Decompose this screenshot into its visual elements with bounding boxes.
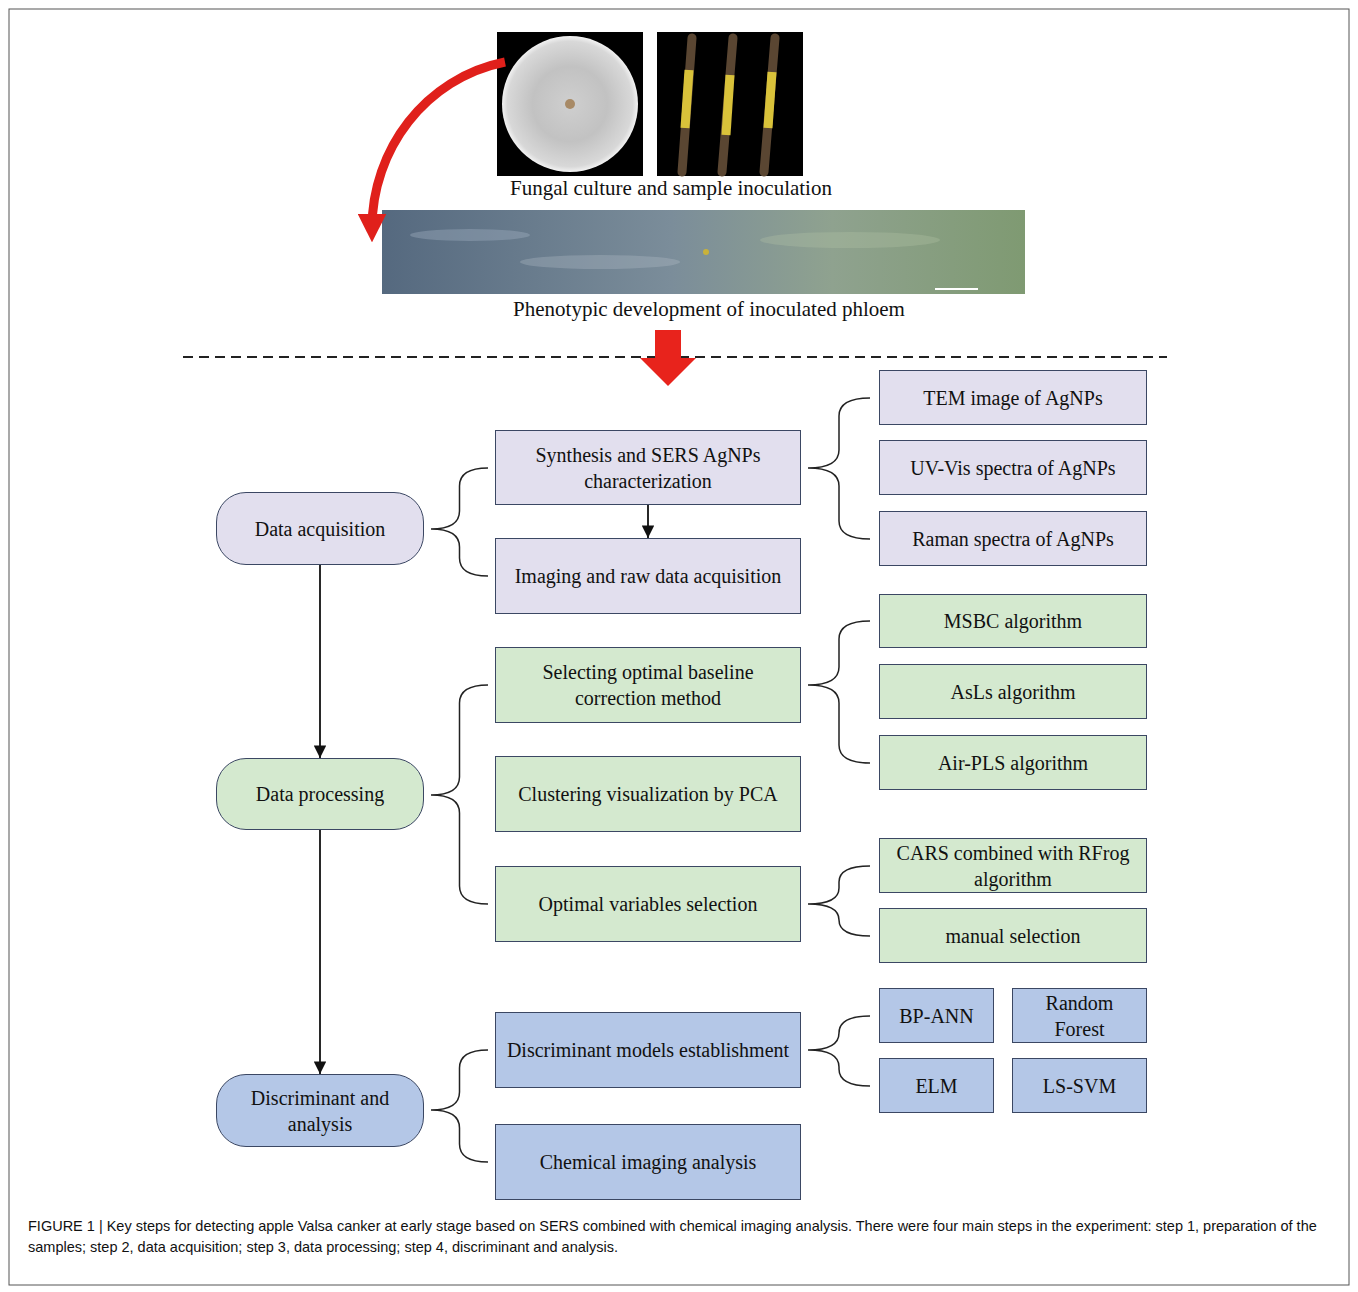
method-box: ELM — [879, 1058, 994, 1113]
brackets — [431, 398, 870, 1162]
photo-ground — [657, 32, 803, 176]
block-arrow — [640, 330, 696, 386]
tissue-streak — [410, 229, 530, 241]
curly-bracket — [808, 621, 870, 763]
box-text: LS-SVM — [1043, 1073, 1116, 1099]
phloem-image — [382, 210, 1025, 294]
box-text: Discriminant models establishment — [507, 1037, 789, 1063]
lesion — [685, 70, 689, 128]
box-text: Discriminant and analysis — [227, 1085, 413, 1137]
image-caption: Phenotypic development of inoculated phl… — [379, 297, 1039, 322]
box-text: Clustering visualization by PCA — [518, 781, 777, 807]
figure-caption: FIGURE 1 | Key steps for detecting apple… — [28, 1216, 1330, 1258]
method-box: AsLs algorithm — [879, 664, 1147, 719]
curly-bracket — [808, 1016, 870, 1086]
method-box: Random Forest — [1012, 988, 1147, 1043]
box-text: Raman spectra of AgNPs — [912, 526, 1114, 552]
branch — [722, 38, 733, 172]
stage-box: Data acquisition — [216, 492, 424, 565]
box-text: Synthesis and SERS AgNPs characterizatio… — [506, 442, 790, 494]
box-text: TEM image of AgNPs — [923, 385, 1102, 411]
box-text: Chemical imaging analysis — [540, 1149, 757, 1175]
box-text: BP-ANN — [899, 1003, 973, 1029]
method-box: Raman spectra of AgNPs — [879, 511, 1147, 566]
step-box: Selecting optimal baseline correction me… — [495, 647, 801, 723]
step-box: Discriminant models establishment — [495, 1012, 801, 1088]
box-text: Air-PLS algorithm — [938, 750, 1088, 776]
stage-box: Data processing — [216, 758, 424, 830]
box-text: Random Forest — [1019, 990, 1140, 1042]
method-box: manual selection — [879, 908, 1147, 963]
curly-bracket — [808, 866, 870, 936]
petri-dish-photo — [497, 32, 643, 176]
scale-bar — [935, 288, 978, 290]
step-box: Synthesis and SERS AgNPs characterizatio… — [495, 430, 801, 505]
step-box: Imaging and raw data acquisition — [495, 538, 801, 614]
curly-bracket — [431, 468, 488, 576]
petri-dish — [502, 36, 638, 172]
step-box: Chemical imaging analysis — [495, 1124, 801, 1200]
curly-bracket — [431, 685, 488, 904]
box-text: manual selection — [946, 923, 1081, 949]
tissue-streak — [520, 255, 680, 269]
curved-arrow — [372, 62, 505, 228]
inoculum-plug — [565, 99, 575, 109]
curly-bracket — [431, 1050, 488, 1162]
box-text: Data acquisition — [255, 516, 386, 542]
branch-photo — [657, 32, 803, 176]
box-text: Selecting optimal baseline correction me… — [506, 659, 790, 711]
box-text: Data processing — [256, 781, 384, 807]
step-box: Clustering visualization by PCA — [495, 756, 801, 832]
flow-arrow — [647, 505, 649, 538]
branch — [682, 38, 692, 172]
flow-arrow — [319, 830, 321, 1074]
box-text: MSBC algorithm — [944, 608, 1082, 634]
flow-arrow — [319, 565, 321, 758]
photo-ground — [497, 32, 643, 176]
tissue-streak — [760, 232, 940, 248]
curly-bracket — [808, 398, 870, 539]
tissue-spot — [703, 249, 709, 255]
box-text: ELM — [915, 1073, 957, 1099]
figure-frame — [9, 9, 1349, 1285]
method-box: TEM image of AgNPs — [879, 370, 1147, 425]
method-box: UV-Vis spectra of AgNPs — [879, 440, 1147, 495]
step-box: Optimal variables selection — [495, 866, 801, 942]
image-caption: Fungal culture and sample inoculation — [341, 176, 1001, 201]
box-text: Imaging and raw data acquisition — [515, 563, 782, 589]
method-box: CARS combined with RFrog algorithm — [879, 838, 1147, 893]
box-text: Optimal variables selection — [539, 891, 758, 917]
lesion — [726, 75, 730, 135]
phloem-photo — [382, 210, 1025, 294]
box-text: CARS combined with RFrog algorithm — [890, 840, 1136, 892]
stage-box: Discriminant and analysis — [216, 1074, 424, 1147]
lesion — [768, 72, 772, 128]
method-box: LS-SVM — [1012, 1058, 1147, 1113]
box-text: UV-Vis spectra of AgNPs — [910, 455, 1115, 481]
method-box: BP-ANN — [879, 988, 994, 1043]
box-text: AsLs algorithm — [951, 679, 1076, 705]
method-box: Air-PLS algorithm — [879, 735, 1147, 790]
method-box: MSBC algorithm — [879, 594, 1147, 648]
branch — [764, 38, 775, 172]
